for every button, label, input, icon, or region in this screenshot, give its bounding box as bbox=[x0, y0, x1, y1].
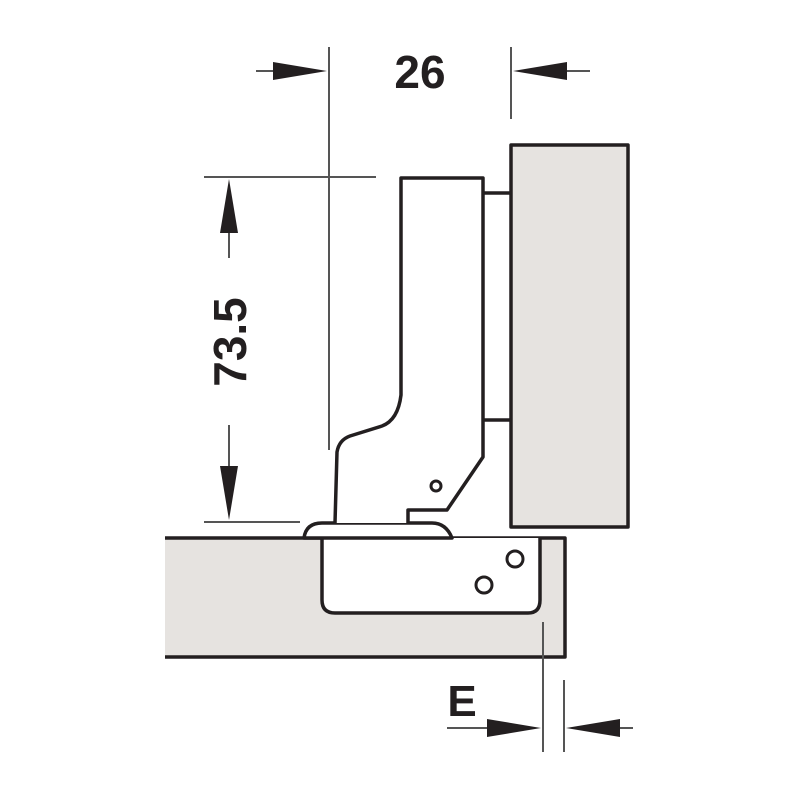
arm-screw-hole bbox=[429, 479, 443, 493]
arrow-up-icon bbox=[220, 179, 238, 233]
hinge-cup bbox=[320, 538, 542, 615]
dimension-overlay-label: E bbox=[447, 677, 476, 726]
arrow-down-icon bbox=[220, 466, 238, 520]
cup-screw-hole-lower bbox=[474, 575, 494, 595]
dimension-height-label: 73.5 bbox=[204, 297, 256, 387]
arrow-right-icon bbox=[487, 719, 541, 737]
mounting-plate bbox=[483, 191, 511, 422]
hinge-cup-flange bbox=[302, 521, 454, 540]
arrow-left-icon bbox=[566, 719, 620, 737]
cabinet-side-panel bbox=[509, 143, 630, 529]
cup-screw-hole-upper bbox=[505, 549, 525, 569]
arrow-right-icon bbox=[273, 62, 327, 80]
arrow-left-icon bbox=[513, 62, 567, 80]
dimension-width-label: 26 bbox=[394, 46, 445, 98]
hinge-arm bbox=[333, 176, 485, 524]
